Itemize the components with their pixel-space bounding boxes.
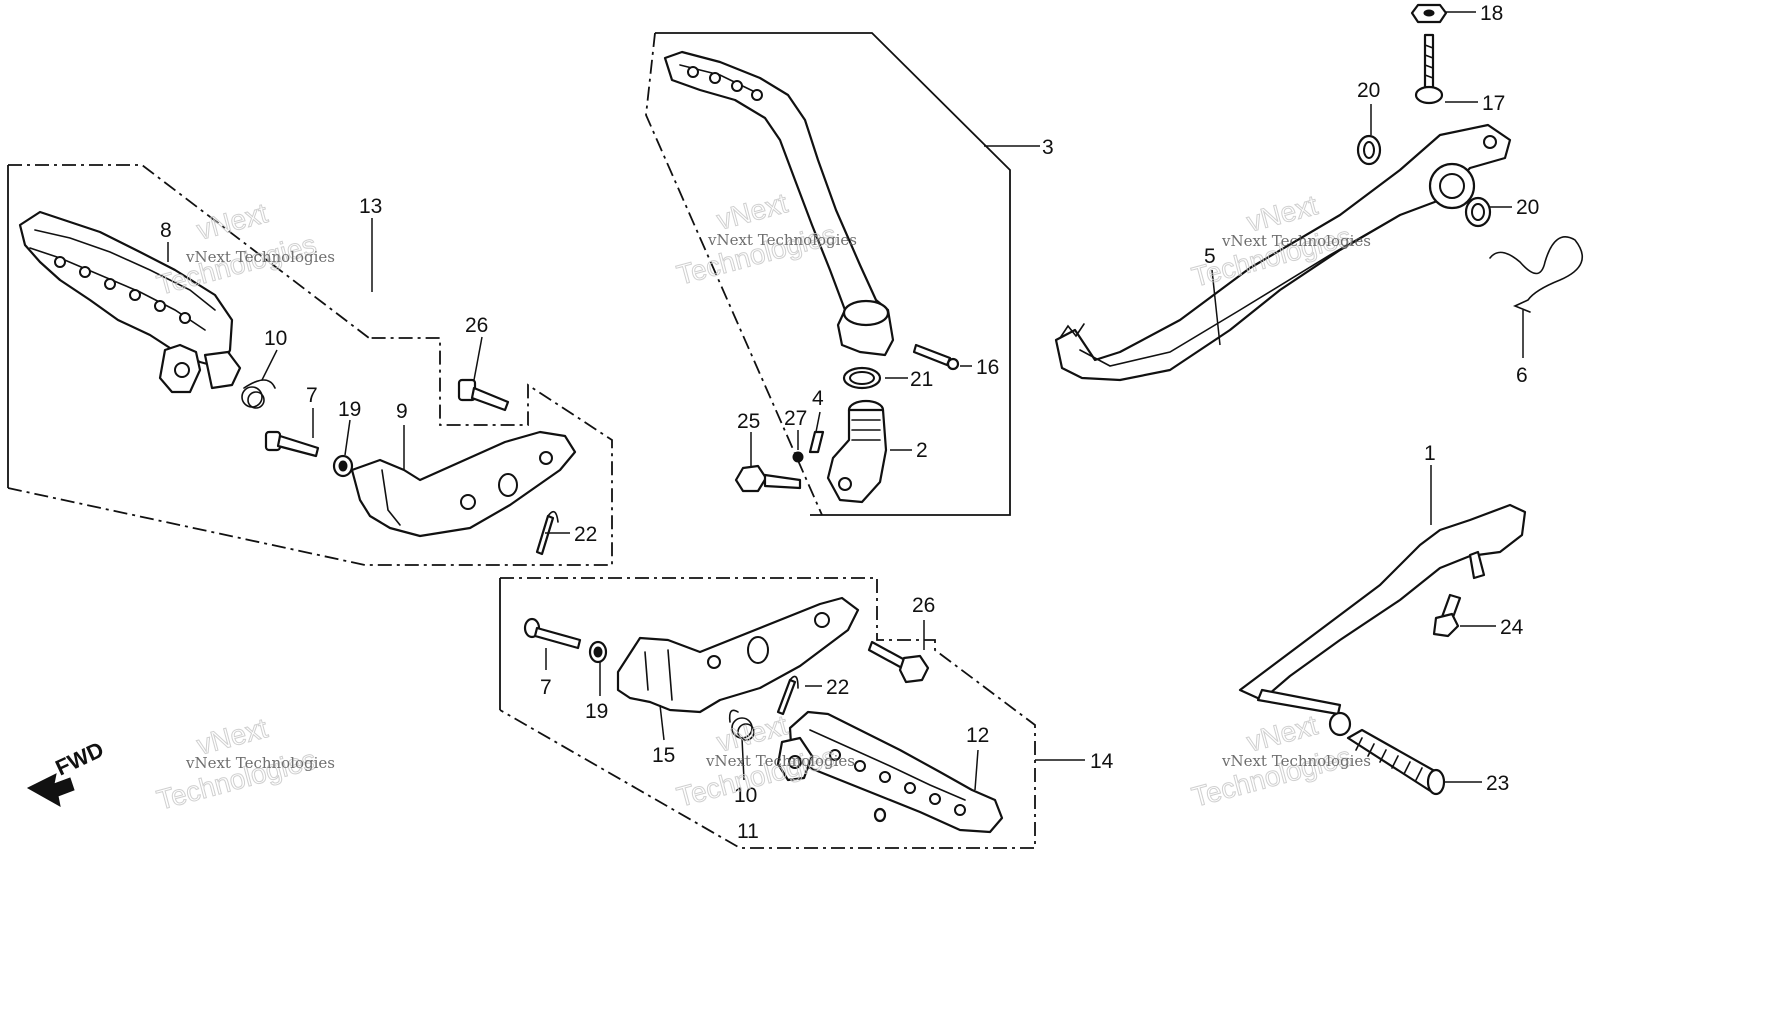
cotter-pin-22b (776, 675, 799, 716)
rubber-23 (1346, 728, 1446, 796)
label-22b: 22 (826, 676, 849, 699)
label-23: 23 (1486, 772, 1509, 795)
label-19b: 19 (585, 700, 608, 723)
watermark-1: vNext Technologies vNext Technologies (153, 197, 335, 302)
watermark-4: vNext Technologies vNext Technologies (153, 712, 335, 817)
label-19a: 19 (338, 398, 361, 421)
bolt-17 (1414, 33, 1444, 105)
label-10b: 10 (734, 784, 757, 807)
bolt-24 (1432, 593, 1462, 638)
svg-text:vNext: vNext (194, 197, 271, 246)
label-2: 2 (916, 439, 928, 462)
label-4: 4 (812, 387, 824, 410)
fwd-label: FWD (52, 737, 108, 781)
label-1: 1 (1424, 442, 1436, 465)
washer-19b (588, 640, 608, 664)
label-14: 14 (1090, 750, 1114, 773)
label-20b: 20 (1516, 196, 1539, 219)
bolt-16 (912, 343, 960, 371)
washer-19a (332, 454, 354, 478)
shift-lever-1 (1238, 503, 1527, 737)
washer-20b (1464, 196, 1492, 228)
label-3: 3 (1042, 136, 1054, 159)
assembly-14-frame (499, 577, 1036, 849)
assembly-3-frame (645, 32, 1011, 516)
svg-text:vNext Technologies: vNext Technologies (1221, 232, 1371, 250)
label-9: 9 (396, 400, 408, 423)
label-16: 16 (976, 356, 999, 379)
label-20a: 20 (1357, 79, 1380, 102)
pin-27 (792, 451, 804, 463)
kick-arm-3 (663, 50, 895, 357)
brake-pedal-5 (1054, 123, 1512, 382)
svg-text:vNext Technologies: vNext Technologies (707, 231, 857, 249)
label-22a: 22 (574, 523, 597, 546)
label-11: 11 (737, 820, 759, 843)
footpeg-12 (776, 710, 1004, 834)
nut-18 (1410, 3, 1448, 24)
bolt-26a (457, 378, 510, 412)
svg-text:vNext Technologies: vNext Technologies (185, 248, 335, 266)
label-27: 27 (784, 407, 807, 430)
label-6: 6 (1516, 364, 1528, 387)
label-10a: 10 (264, 327, 287, 350)
svg-text:vNext: vNext (714, 709, 791, 758)
spring-6 (1489, 236, 1584, 313)
svg-text:vNext Technologies: vNext Technologies (185, 754, 335, 772)
label-13: 13 (359, 195, 382, 218)
cotter-pin-22a (535, 510, 559, 556)
label-25: 25 (737, 410, 760, 433)
svg-text:Technologies: Technologies (674, 219, 840, 291)
label-8: 8 (160, 219, 172, 242)
leader-lines (167, 11, 1524, 791)
label-5: 5 (1204, 245, 1216, 268)
label-18: 18 (1480, 2, 1503, 25)
washer-21 (842, 366, 882, 390)
label-7b: 7 (540, 676, 552, 699)
label-15: 15 (652, 744, 675, 767)
bracket-15 (616, 596, 860, 714)
svg-text:vNext: vNext (714, 187, 791, 236)
pin-7a (264, 430, 320, 458)
svg-text:vNext Technologies: vNext Technologies (705, 752, 855, 770)
footpeg-8 (18, 210, 242, 394)
label-26b: 26 (912, 594, 935, 617)
bracket-9 (350, 430, 577, 538)
label-7a: 7 (306, 384, 318, 407)
label-24: 24 (1500, 616, 1524, 639)
svg-text:vNext Technologies: vNext Technologies (1221, 752, 1371, 770)
pin-7b (523, 617, 582, 650)
bolt-25 (734, 464, 802, 493)
label-17: 17 (1482, 92, 1505, 115)
spring-10 (241, 379, 276, 409)
pin-4 (808, 430, 825, 454)
spindle-2 (826, 399, 888, 504)
part-numbers: 8 13 10 7 19 9 26 22 3 16 21 4 27 25 2 5… (160, 2, 1539, 843)
label-26a: 26 (465, 314, 488, 337)
label-12: 12 (966, 724, 989, 747)
washer-20a (1356, 134, 1382, 166)
fwd-arrow-icon (26, 773, 75, 807)
label-21: 21 (910, 368, 933, 391)
assembly-13-frame (7, 164, 613, 566)
bolt-26b (867, 640, 930, 684)
